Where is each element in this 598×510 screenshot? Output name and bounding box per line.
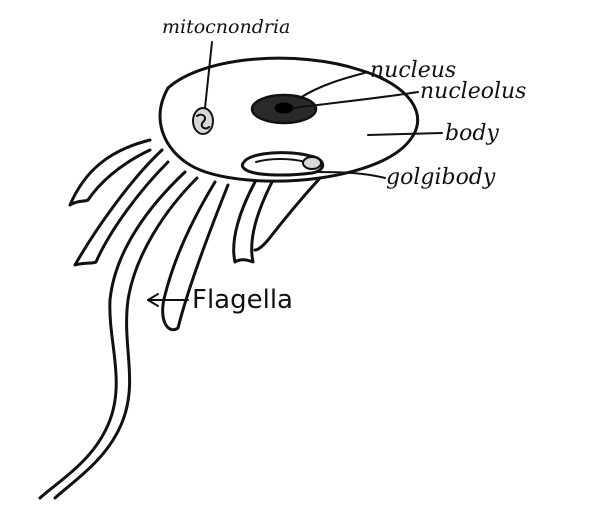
nucleus-leader bbox=[300, 72, 368, 98]
label-flagella: Flagella bbox=[192, 285, 293, 315]
golgi-body bbox=[242, 153, 322, 175]
label-body: body bbox=[445, 121, 499, 146]
label-mitochondria: mitocnondria bbox=[162, 16, 290, 38]
nucleolus bbox=[275, 103, 293, 113]
flagella bbox=[40, 140, 320, 498]
mitochondrion bbox=[193, 108, 213, 134]
nucleolus-leader bbox=[293, 92, 418, 108]
nucleus bbox=[252, 95, 316, 123]
mitochondria-leader bbox=[205, 42, 212, 108]
label-nucleolus: nucleolus bbox=[420, 79, 526, 104]
label-golgi-body: golgibody bbox=[386, 165, 496, 190]
body-leader bbox=[368, 133, 442, 135]
flagellum-6 bbox=[255, 178, 320, 250]
flagellum-5 bbox=[234, 182, 272, 262]
